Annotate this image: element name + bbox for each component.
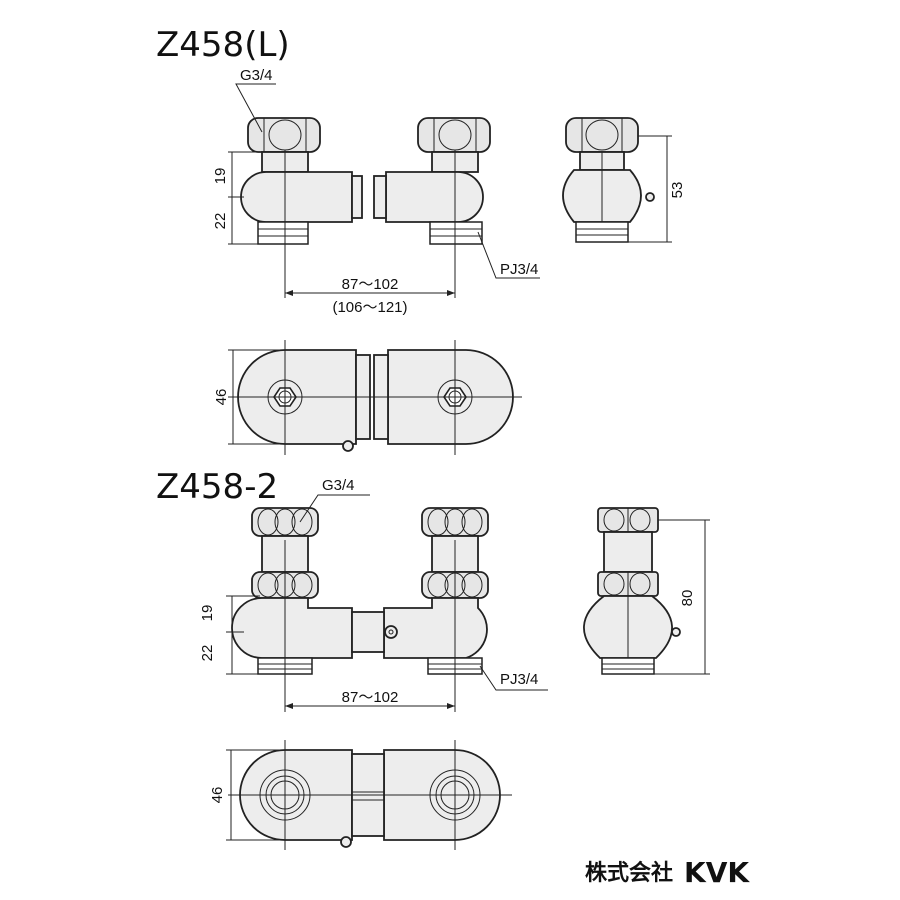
dim-total-height: 80 [679, 590, 696, 607]
z458l-front-left-unit [240, 117, 363, 245]
model-z458l: Z458(L) [156, 25, 686, 455]
inlet-thread-label: G3/4 [240, 67, 273, 84]
model-z458-2: Z458-2 [156, 467, 710, 850]
dim-upper-height: 19 [212, 168, 229, 185]
outlet-thread-label: PJ3/4 [500, 671, 538, 688]
dim-upper-height: 19 [199, 605, 216, 622]
dim-lower-height: 22 [212, 213, 229, 230]
z4582-top-view [228, 740, 512, 850]
z4582-front-left-unit [231, 507, 353, 675]
z4582-front-right-unit [351, 507, 489, 675]
dim-depth: 46 [209, 787, 226, 804]
outlet-thread-label: PJ3/4 [500, 261, 538, 278]
z458l-front-right-unit [373, 117, 491, 245]
company-name: 株式会社 [585, 860, 673, 886]
z4582-side-view [583, 507, 681, 675]
dim-center-distance-alt: (106～121) [332, 299, 407, 316]
dim-lower-height: 22 [199, 645, 216, 662]
model-title: Z458(L) [156, 25, 290, 65]
dim-depth: 46 [213, 389, 230, 406]
brand-logo: 株式会社 KVK [585, 856, 750, 889]
z458l-top-view [228, 340, 522, 455]
dim-total-height: 53 [669, 182, 686, 199]
dim-center-distance: 87～102 [342, 689, 399, 706]
z458l-side-view [562, 117, 655, 243]
model-title: Z458-2 [156, 467, 278, 507]
dim-center-distance: 87～102 [342, 276, 399, 293]
kvk-logo: KVK [684, 856, 750, 889]
inlet-thread-label: G3/4 [322, 477, 355, 494]
